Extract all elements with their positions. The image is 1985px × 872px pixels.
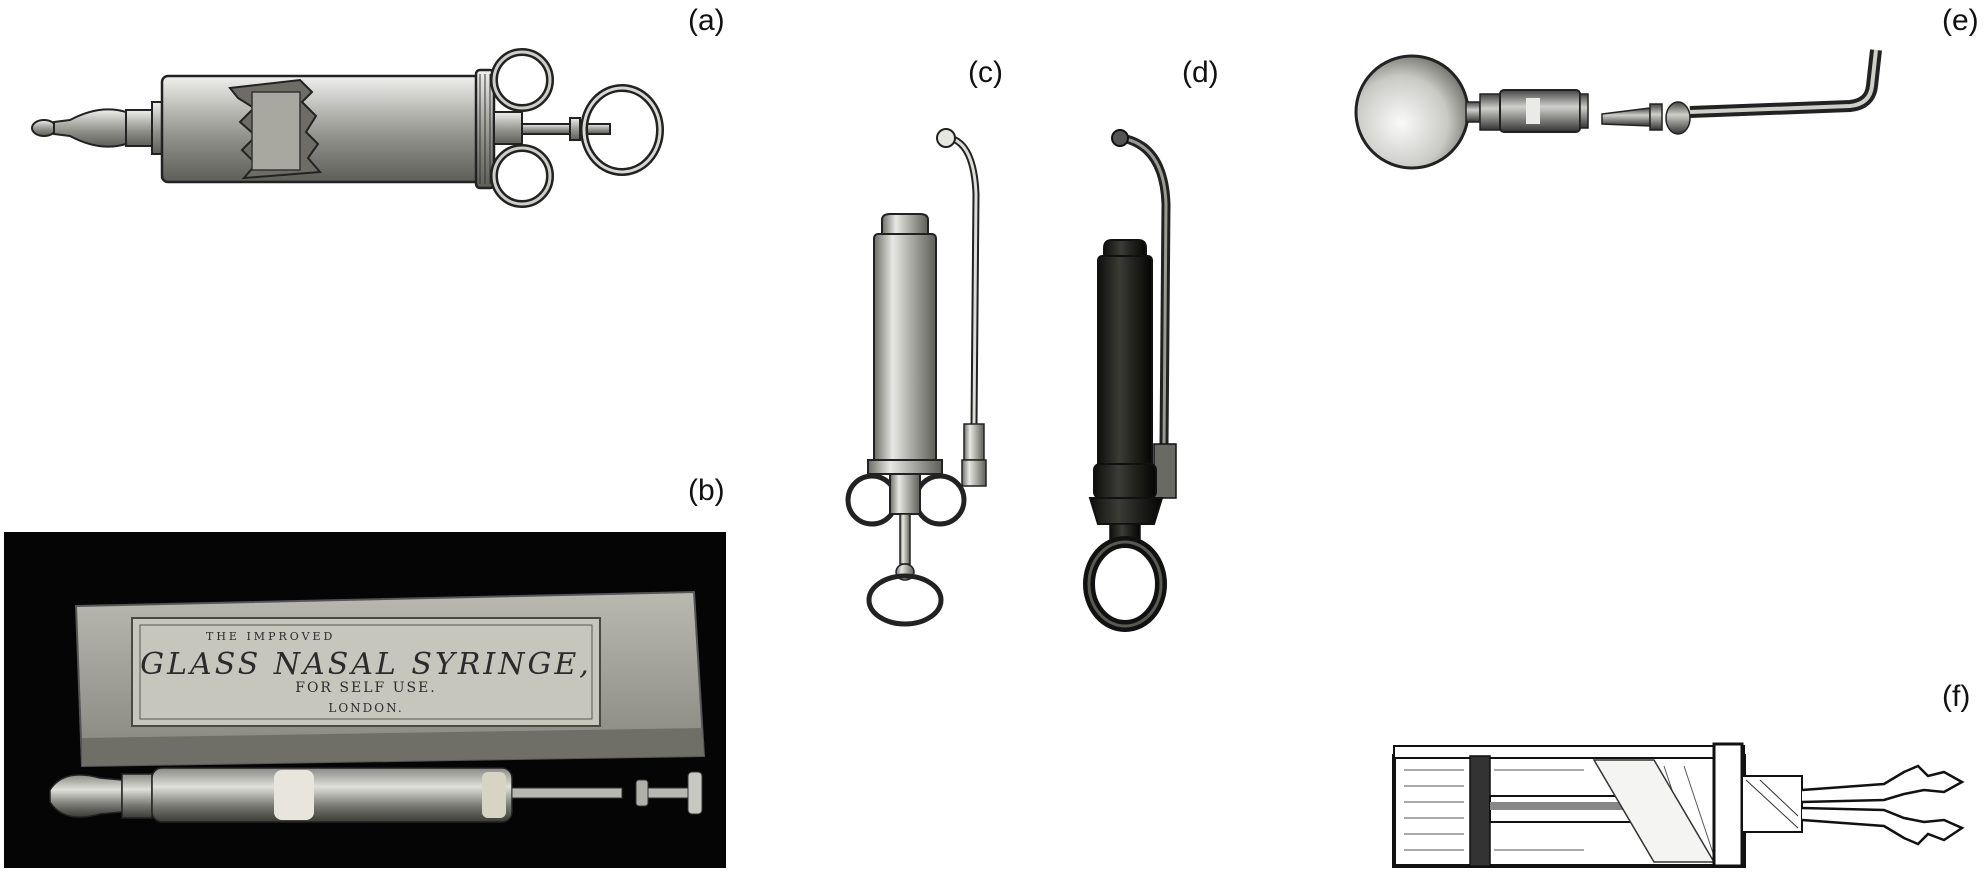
syringe-d-illustration: [1083, 129, 1177, 632]
panel-label-d: (d): [1182, 56, 1219, 89]
panel-f-cross-section: [1384, 736, 1984, 872]
panel-e-bulb-syringe: [1350, 46, 1950, 176]
syringe-c-illustration: [845, 128, 987, 627]
panel-label-a: (a): [688, 4, 725, 37]
panel-b-glass-syringe-photo: THE IMPROVED GLASS NASAL SYRINGE, FOR SE…: [4, 532, 726, 868]
cross-section-illustration: [1392, 742, 1965, 868]
syringe-a-illustration: [31, 48, 664, 208]
glass-syringe-photo: THE IMPROVED GLASS NASAL SYRINGE, FOR SE…: [4, 532, 726, 868]
panel-a-metal-syringe: [30, 40, 680, 220]
box-label-line4: LONDON.: [328, 701, 403, 715]
syringe-e-illustration: [1354, 49, 1882, 170]
panel-label-f: (f): [1942, 680, 1971, 713]
panel-label-c: (c): [968, 56, 1003, 89]
box-label-line1: THE IMPROVED: [206, 630, 335, 643]
box-label-line3: FOR SELF USE.: [295, 680, 437, 696]
panel-label-b: (b): [688, 474, 725, 507]
panel-d-dark-syringe: [1080, 124, 1220, 634]
panel-c-silver-syringe: [838, 124, 1008, 634]
panel-label-e: (e): [1942, 4, 1979, 37]
box-label-line2: GLASS NASAL SYRINGE,: [140, 647, 592, 682]
